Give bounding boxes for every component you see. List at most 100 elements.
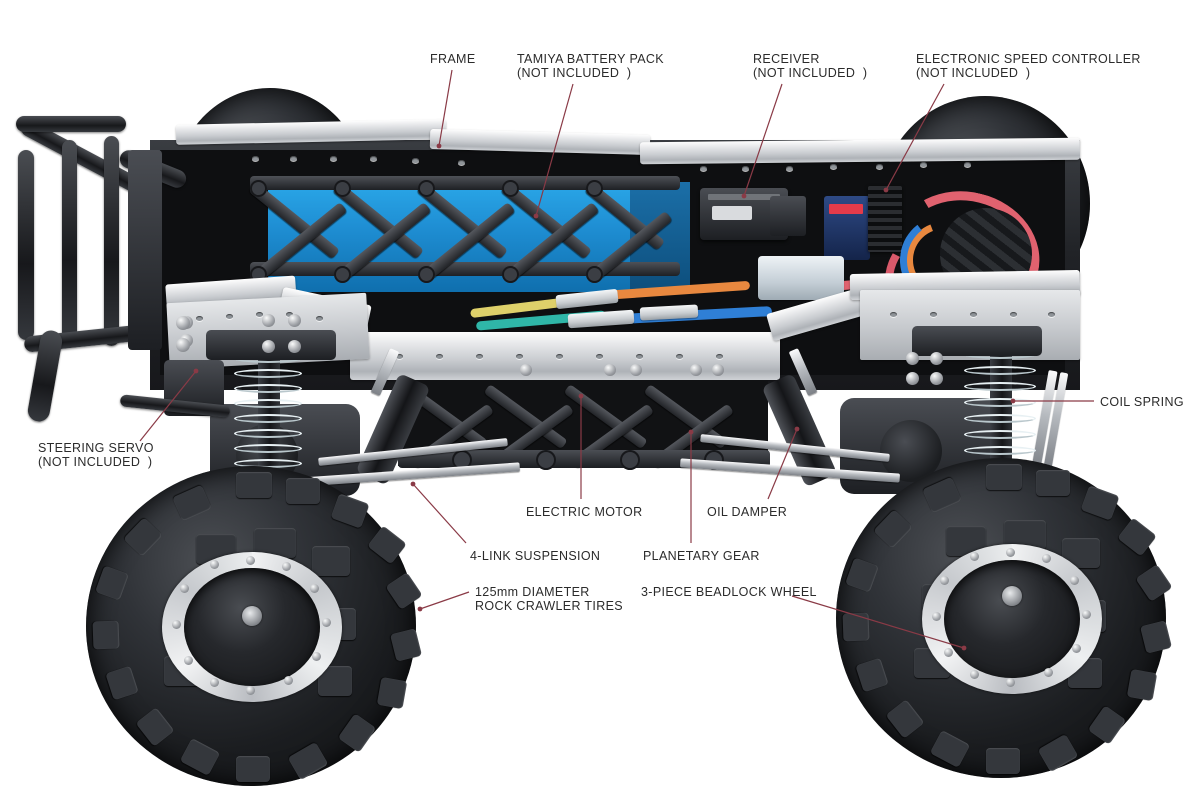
spring-coil <box>964 398 1036 407</box>
tread-lug <box>1126 668 1158 702</box>
tread-lug <box>1139 620 1173 654</box>
beadlock-bolt <box>970 670 979 679</box>
rear-wheel-dish <box>944 560 1080 678</box>
beadlock-bolt <box>970 552 979 561</box>
steering-servo-label-line1: STEERING SERVO <box>38 441 154 455</box>
beadlock-bolt <box>172 620 181 629</box>
ball-stud <box>930 352 943 365</box>
tires-label-line2: ROCK CRAWLER TIRES <box>475 599 623 613</box>
upper-rail-hole <box>786 166 793 171</box>
upper-rail-hole <box>370 156 377 161</box>
steering-servo-label: STEERING SERVO(NOT INCLUDED ) <box>38 441 154 469</box>
rear-shock-tower <box>912 326 1042 356</box>
front-hub-nut <box>242 606 262 626</box>
tread-lug <box>236 756 270 782</box>
coil-spring-label: COIL SPRING <box>1100 395 1184 409</box>
battery-label: TAMIYA BATTERY PACK(NOT INCLUDED ) <box>517 52 664 80</box>
brace-node-1 <box>250 180 267 197</box>
upper-rail-hole <box>700 166 707 171</box>
front-wheel <box>86 466 423 786</box>
beadlock-wheel-label-line1: 3-PIECE BEADLOCK WHEEL <box>641 585 817 599</box>
beadlock-bolt <box>312 652 321 661</box>
battery-label-line2: (NOT INCLUDED ) <box>517 66 632 80</box>
tread-lug <box>986 748 1020 774</box>
brace-node-9 <box>502 266 519 283</box>
brace-top-beam <box>250 176 680 190</box>
tread-lug <box>286 478 320 504</box>
lower-rail-hole <box>256 312 263 317</box>
beadlock-bolt <box>932 612 941 621</box>
bumper-hoop-left <box>18 150 34 340</box>
beadlock-bolt <box>184 656 193 665</box>
tread-lug <box>312 546 350 576</box>
beadlock-wheel-label: 3-PIECE BEADLOCK WHEEL <box>641 585 817 599</box>
ball-stud <box>288 340 301 353</box>
spring-coil <box>964 414 1036 423</box>
bumper-hoop-right <box>104 136 119 346</box>
four-link-label-leader-line <box>412 483 467 544</box>
upper-rail-hole <box>964 162 971 167</box>
beadlock-bolt <box>1042 554 1051 563</box>
planetary-gear-label: PLANETARY GEAR <box>643 549 760 563</box>
four-link-label: 4-LINK SUSPENSION <box>470 549 600 563</box>
spring-coil <box>964 430 1036 439</box>
skid-node-2 <box>536 450 556 470</box>
rear-hub-nut <box>1002 586 1022 606</box>
receiver-label-line1: RECEIVER <box>753 52 820 66</box>
beadlock-bolt <box>180 584 189 593</box>
beadlock-bolt <box>1006 548 1015 557</box>
ball-stud <box>288 314 301 327</box>
bumper-hoop-mid <box>62 140 77 340</box>
receiver-label: RECEIVER(NOT INCLUDED ) <box>753 52 867 80</box>
upper-rail-hole <box>330 156 337 161</box>
bumper-top-curve <box>16 116 126 132</box>
brace-node-7 <box>334 266 351 283</box>
beadlock-bolt <box>1044 668 1053 677</box>
upper-rail-hole <box>252 156 259 161</box>
oil-damper-label-line1: OIL DAMPER <box>707 505 788 519</box>
beadlock-bolt <box>246 556 255 565</box>
tread-lug <box>92 620 120 650</box>
spring-coil <box>964 366 1036 375</box>
oil-damper-label: OIL DAMPER <box>707 505 787 519</box>
spring-coil <box>234 384 302 393</box>
tires-label-line1: 125mm DIAMETER <box>475 585 590 599</box>
upper-rail-hole <box>290 156 297 161</box>
brace-node-10 <box>586 266 603 283</box>
lower-rail-hole <box>890 312 897 317</box>
lower-rail-hole <box>970 312 977 317</box>
lower-rail-hole <box>1048 312 1055 317</box>
brace-node-8 <box>418 266 435 283</box>
brace-node-4 <box>502 180 519 197</box>
lower-rail-hole <box>476 354 483 359</box>
lower-rail-hole <box>196 316 203 321</box>
ball-stud <box>906 352 919 365</box>
front-body-post <box>128 150 162 350</box>
lower-rail-hole <box>436 354 443 359</box>
servo-ball-stud <box>176 338 190 352</box>
lower-rail-hole <box>930 312 937 317</box>
frame-label-line1: FRAME <box>430 52 476 66</box>
upper-rail-hole <box>876 164 883 169</box>
upper-rail-hole <box>742 166 749 171</box>
esc-sticker <box>829 204 863 214</box>
lower-rail-hole <box>1010 312 1017 317</box>
ball-stud <box>906 372 919 385</box>
steering-servo-label-line2: (NOT INCLUDED ) <box>38 455 153 469</box>
beadlock-bolt <box>322 618 331 627</box>
receiver-side-box <box>770 196 806 236</box>
receiver-connector-strip <box>712 206 752 220</box>
tread-lug <box>1036 470 1070 496</box>
beadlock-bolt <box>1072 644 1081 653</box>
four-link-label-line1: 4-LINK SUSPENSION <box>470 549 601 563</box>
esc-label: ELECTRONIC SPEED CONTROLLER(NOT INCLUDED… <box>916 52 1141 80</box>
tires-label-leader-dot <box>417 606 423 612</box>
tread-lug <box>842 612 870 642</box>
spring-coil <box>234 429 302 438</box>
lower-rail-hole <box>396 354 403 359</box>
spring-coil <box>234 444 302 453</box>
rear-wheel <box>836 458 1173 778</box>
electric-motor-label-line1: ELECTRIC MOTOR <box>526 505 643 519</box>
lower-rail-hole <box>556 354 563 359</box>
